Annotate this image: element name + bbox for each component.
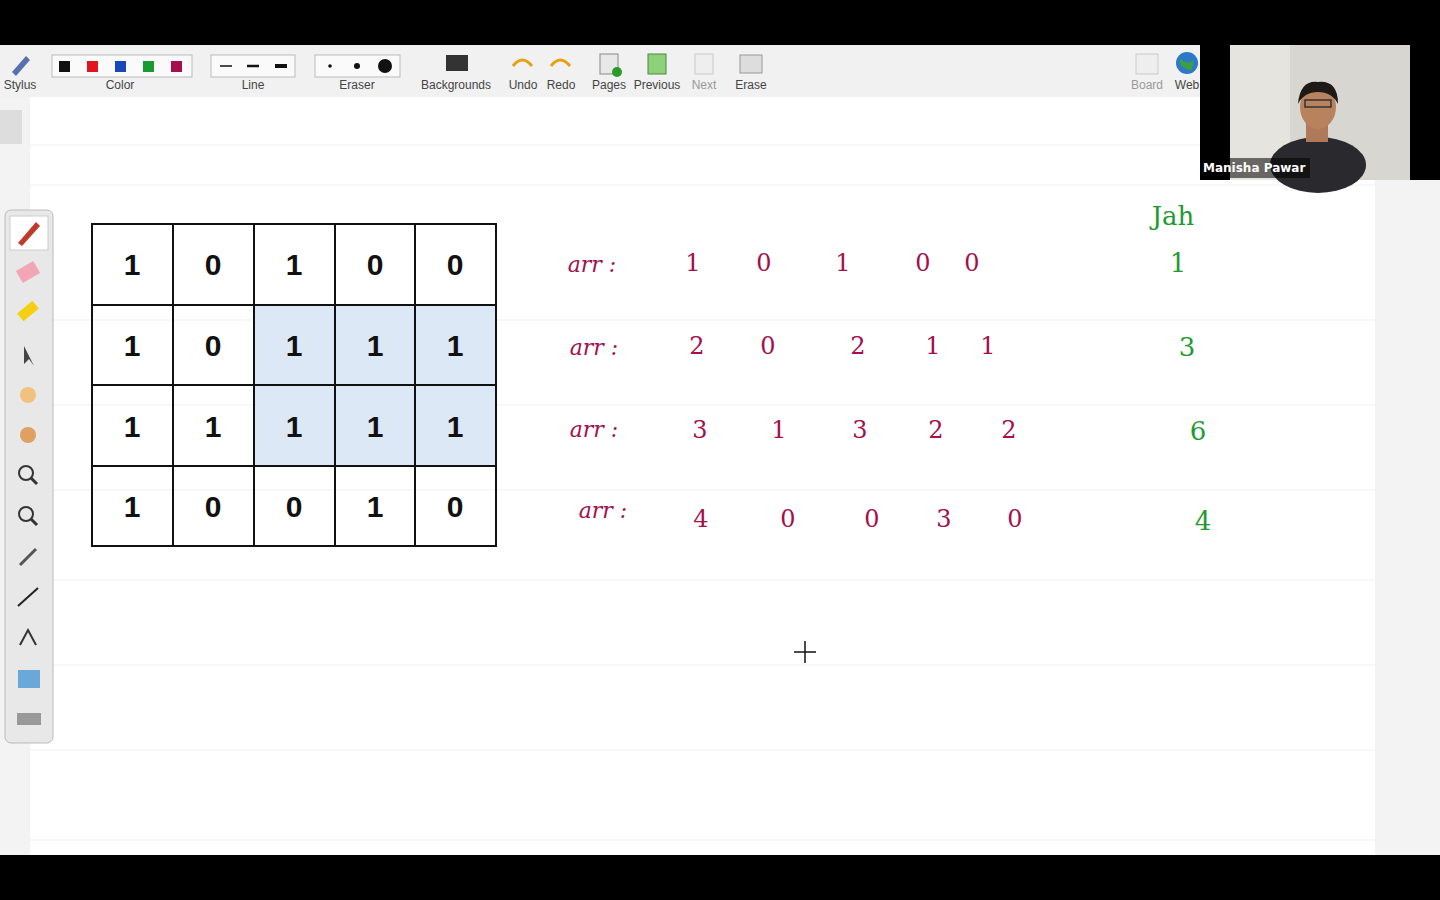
toolbar-label: Redo [547,79,576,91]
table-cell: 1 [286,250,303,280]
table-cell: 1 [124,412,141,442]
toolbar-label: Undo [509,79,538,91]
table-cell: 0 [447,492,464,522]
toolbar-label: Board [1131,79,1163,91]
board-margin [1375,180,1440,855]
array-value: 3 [692,418,707,442]
table-cell: 1 [367,412,384,442]
array-value: 3 [936,507,951,531]
array-value: 0 [756,251,771,275]
row-result: 4 [1195,508,1212,534]
array-value: 0 [780,507,795,531]
array-value: 1 [835,251,850,275]
array-value: 4 [693,507,708,531]
array-value: 2 [928,418,943,442]
toolbar-label: Web [1175,79,1199,91]
toolbar-label: Previous [634,79,681,91]
table-cell: 0 [367,250,384,280]
table-cell: 0 [205,250,222,280]
toolbar [0,45,1200,97]
table-cell: 0 [286,492,303,522]
row-result: 6 [1190,418,1207,444]
table-cell: 0 [205,492,222,522]
array-value: 2 [850,334,865,358]
toolbar-label: Color [106,79,135,91]
table-cell: 1 [447,412,464,442]
toolbar-label: Stylus [4,79,37,91]
toolbar-label: Backgrounds [421,79,491,91]
board [0,97,1440,855]
table-cell: 1 [286,331,303,361]
toolbar-label: Erase [735,79,766,91]
array-value: 1 [685,251,700,275]
tool-palette [0,110,53,743]
array-value: 1 [771,418,786,442]
grid-table [92,224,496,546]
array-value: 0 [915,251,930,275]
array-value: 3 [852,418,867,442]
table-cell: 1 [124,250,141,280]
table-cell: 1 [367,492,384,522]
array-label: arr : [570,419,619,441]
array-label: arr : [570,337,619,359]
array-value: 2 [689,334,704,358]
table-cell: 1 [205,412,222,442]
table-cell: 1 [124,331,141,361]
participant-name: Manisha Pawar [1203,162,1305,174]
array-value: 1 [925,334,940,358]
row-result: 1 [1170,250,1187,276]
array-value: 0 [964,251,979,275]
toolbar-label: Eraser [339,79,374,91]
table-cell: 1 [286,412,303,442]
table-cell: 1 [124,492,141,522]
toolbar-label: Line [242,79,265,91]
cursor [794,641,816,663]
array-label: arr : [568,254,617,276]
row-result: 3 [1179,334,1196,360]
table-cell: 0 [447,250,464,280]
array-value: 2 [1001,418,1016,442]
webcam [1200,45,1440,193]
toolbar-label: Pages [592,79,626,91]
array-value: 1 [980,334,995,358]
array-value: 0 [1007,507,1022,531]
toolbar-label: Next [692,79,717,91]
table-cell: 0 [205,331,222,361]
column-heading: Jah [1152,203,1195,229]
table-cell: 1 [447,331,464,361]
array-label: arr : [579,500,628,522]
ruled-lines [30,145,1375,840]
array-value: 0 [760,334,775,358]
toolbar-icons [12,52,1198,77]
array-value: 0 [864,507,879,531]
table-cell: 1 [367,331,384,361]
